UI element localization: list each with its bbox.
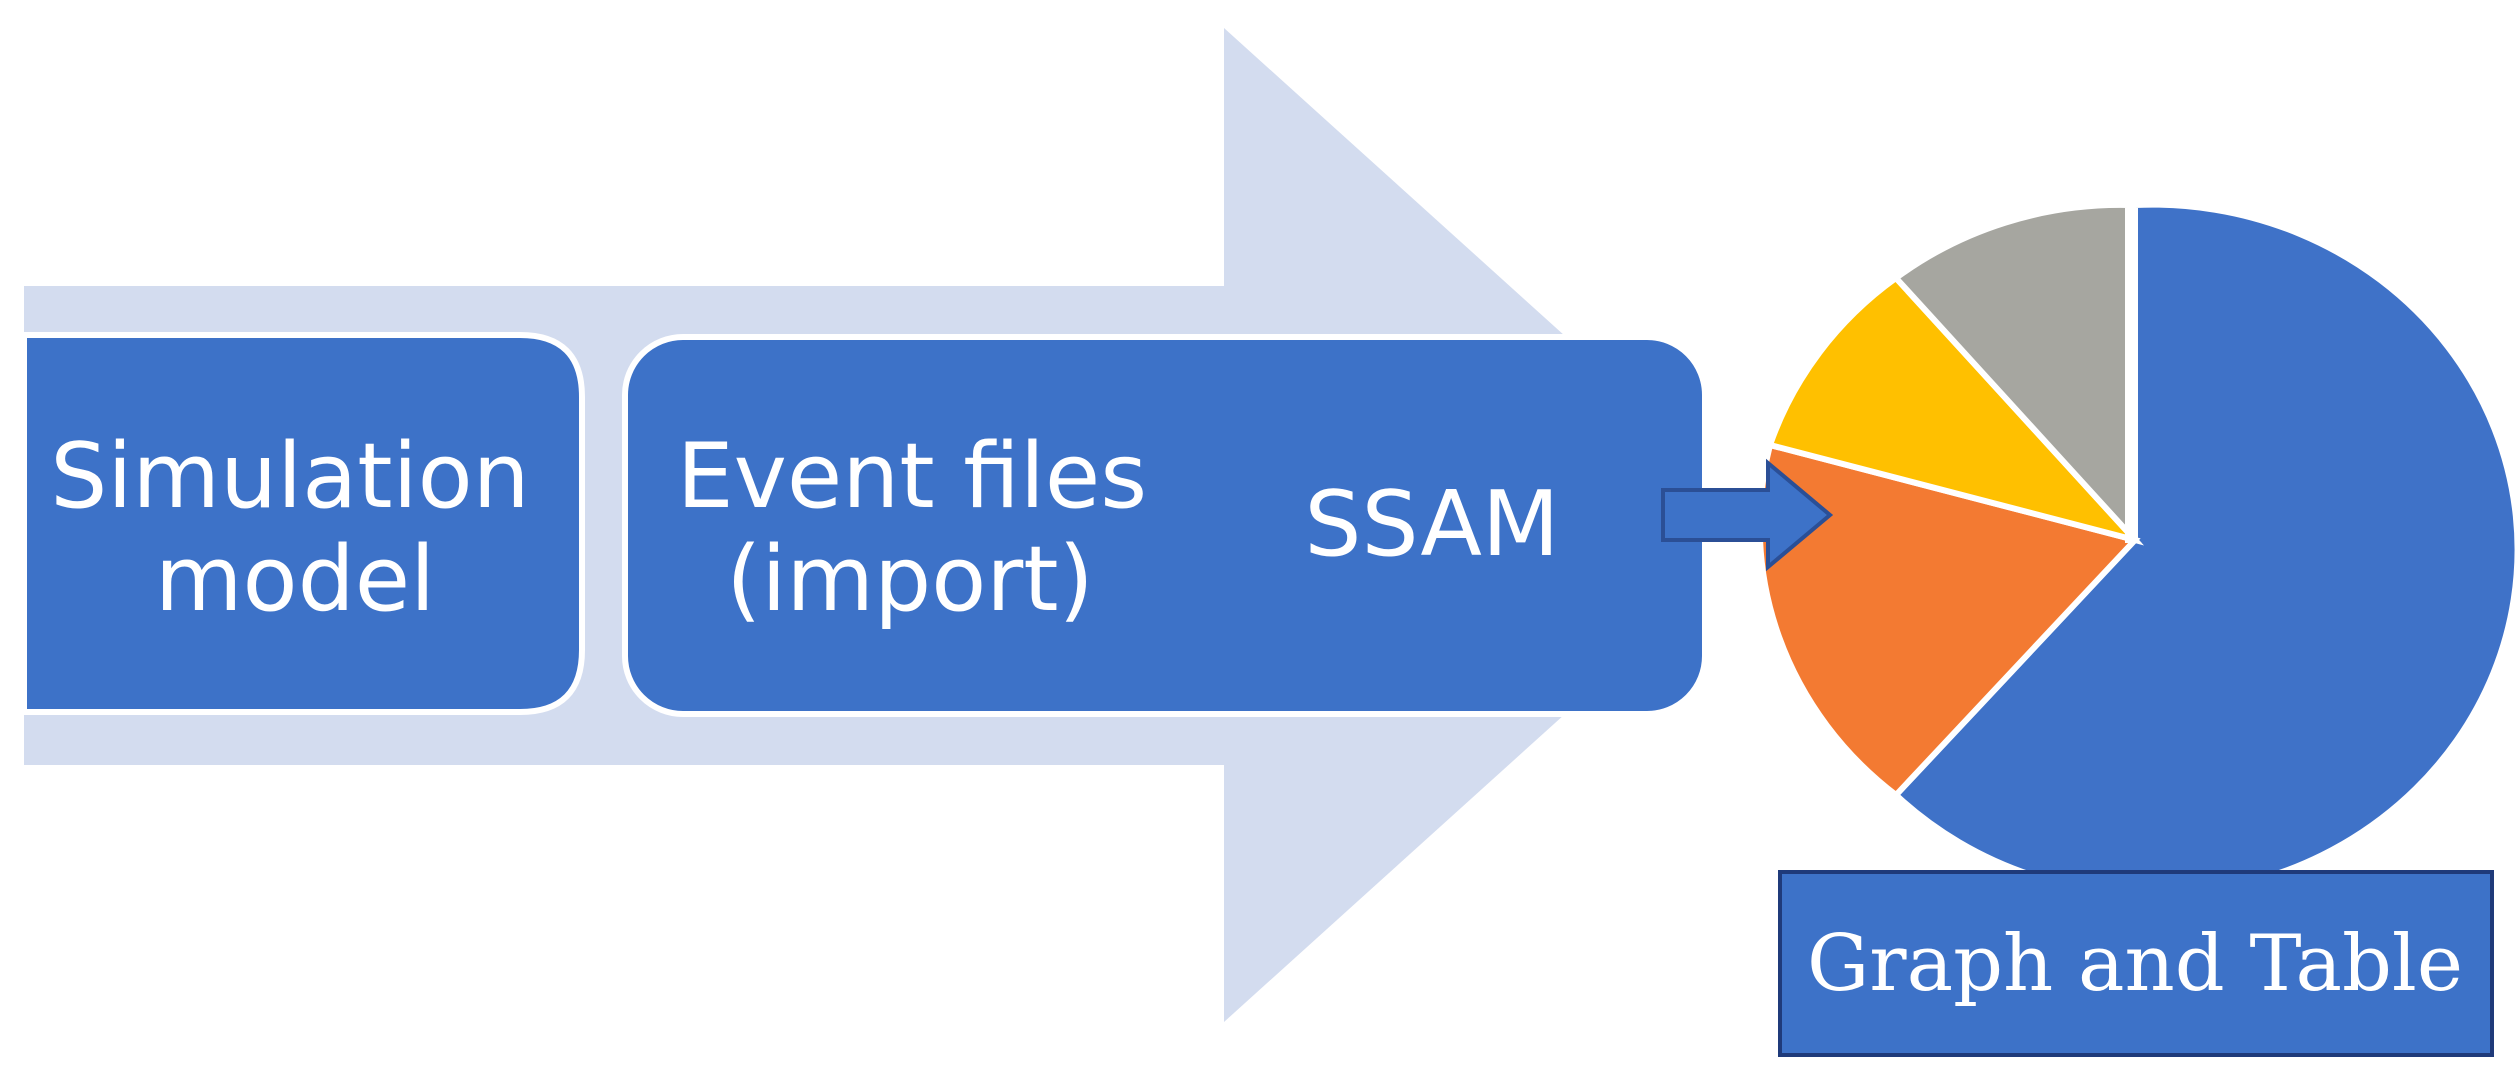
ssam-label: SSAM: [1304, 472, 1559, 577]
pie-slice-yellow: [1766, 274, 2145, 546]
pie-chart: [1756, 201, 2516, 898]
simulation-model-box-shape: [21, 332, 585, 715]
event-files-label-line1: Event files: [677, 424, 1147, 529]
ssam-to-graph-arrow: [1661, 458, 1834, 572]
graph-and-table-box: Graph and Table: [1778, 870, 2494, 1057]
pie-slice-gray: [1891, 201, 2142, 543]
event-files-ssam-box: Event files (import) SSAM: [622, 334, 1708, 717]
graph-and-table-label: Graph and Table: [1807, 919, 2463, 1009]
simulation-model-label-line2: model: [155, 527, 435, 632]
graph-and-table-box-shape: [1778, 870, 2494, 1057]
simulation-model-label-line1: Simulation: [50, 424, 529, 529]
simulation-model-box: Simulation model: [0, 330, 585, 720]
event-files-label-line2: (import): [726, 527, 1093, 632]
